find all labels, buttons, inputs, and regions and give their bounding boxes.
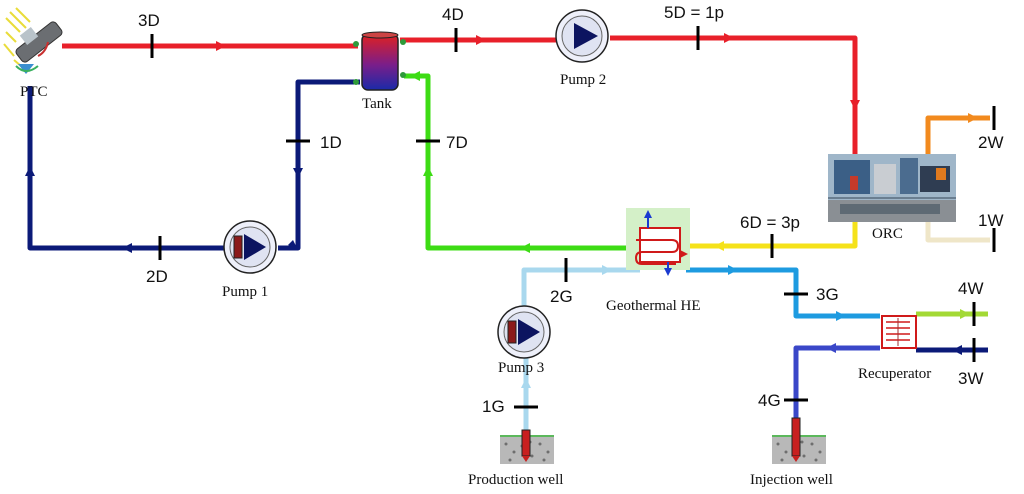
- pump-1-icon: [223, 220, 277, 274]
- label-state-4g: 4G: [758, 391, 781, 410]
- label-pump-1: Pump 1: [222, 284, 268, 300]
- label-tank: Tank: [362, 96, 392, 112]
- injection-well-icon: [772, 417, 826, 464]
- label-state-4w: 4W: [958, 279, 984, 298]
- flow-arrow-2w: [968, 113, 978, 123]
- flow-arrow-3d: [216, 41, 226, 51]
- flow-arrow-1d: [293, 168, 303, 178]
- pipe-2d: [27, 86, 224, 251]
- label-injection-well: Injection well: [750, 472, 833, 488]
- label-state-1g: 1G: [482, 397, 505, 416]
- flow-arrow-ptc-in: [25, 166, 35, 176]
- flow-arrow-1g: [521, 378, 531, 388]
- label-state-1w: 1W: [978, 211, 1004, 230]
- flow-arrow-7d: [520, 243, 530, 253]
- pipe-4g: [793, 345, 880, 420]
- flow-arrow-3g: [728, 265, 738, 275]
- tank-icon: [353, 31, 406, 91]
- flow-arrow-5d: [724, 33, 734, 43]
- flow-arrow-orc-in: [850, 100, 860, 110]
- pipe-1w: [925, 216, 990, 243]
- label-state-3d: 3D: [138, 11, 160, 30]
- label-state-2g: 2G: [550, 287, 573, 306]
- label-state-2d: 2D: [146, 267, 168, 286]
- pipe-2g: [521, 267, 640, 306]
- label-production-well: Production well: [468, 472, 563, 488]
- pipe-1d: [278, 79, 360, 251]
- label-ptc: PTC: [20, 84, 48, 100]
- label-state-1d: 1D: [320, 133, 342, 152]
- geothermal-he-icon: [626, 208, 690, 276]
- flow-arrow-4w: [960, 309, 970, 319]
- label-pump-3: Pump 3: [498, 360, 544, 376]
- label-pump-2: Pump 2: [560, 72, 606, 88]
- flow-arrow-3g-b: [836, 311, 846, 321]
- production-well-icon: [500, 429, 554, 464]
- flow-arrow-7d-up: [423, 166, 433, 176]
- flow-arrow-1d-b: [288, 240, 298, 250]
- label-state-5d: 5D = 1p: [664, 3, 724, 22]
- label-state-2w: 2W: [978, 133, 1004, 152]
- flow-arrow-tank-in: [410, 71, 420, 81]
- flow-arrow-3w: [952, 345, 962, 355]
- label-state-3w: 3W: [958, 369, 984, 388]
- pump-2-icon: [555, 9, 609, 63]
- pump-3-icon: [497, 305, 551, 359]
- ptc-collector-icon: [3, 7, 63, 74]
- flow-arrow-6d: [714, 241, 724, 251]
- pipe-5d: [610, 35, 858, 160]
- label-state-7d: 7D: [446, 133, 468, 152]
- flow-arrow-4g: [826, 343, 836, 353]
- label-orc: ORC: [872, 226, 903, 242]
- flow-arrow-2d: [122, 243, 132, 253]
- pipe-3g: [686, 267, 880, 319]
- label-state-3g: 3G: [816, 285, 839, 304]
- label-geothermal-he: Geothermal HE: [606, 298, 701, 314]
- pipe-6d: [690, 222, 858, 249]
- orc-unit-icon: [828, 154, 956, 222]
- pipe-7d: [404, 73, 630, 251]
- label-state-4d: 4D: [442, 5, 464, 24]
- label-state-6d: 6D = 3p: [740, 213, 800, 232]
- flow-arrow-4d: [476, 35, 486, 45]
- recuperator-icon: [881, 315, 917, 349]
- flow-arrow-2g: [602, 265, 612, 275]
- label-recuperator: Recuperator: [858, 366, 931, 382]
